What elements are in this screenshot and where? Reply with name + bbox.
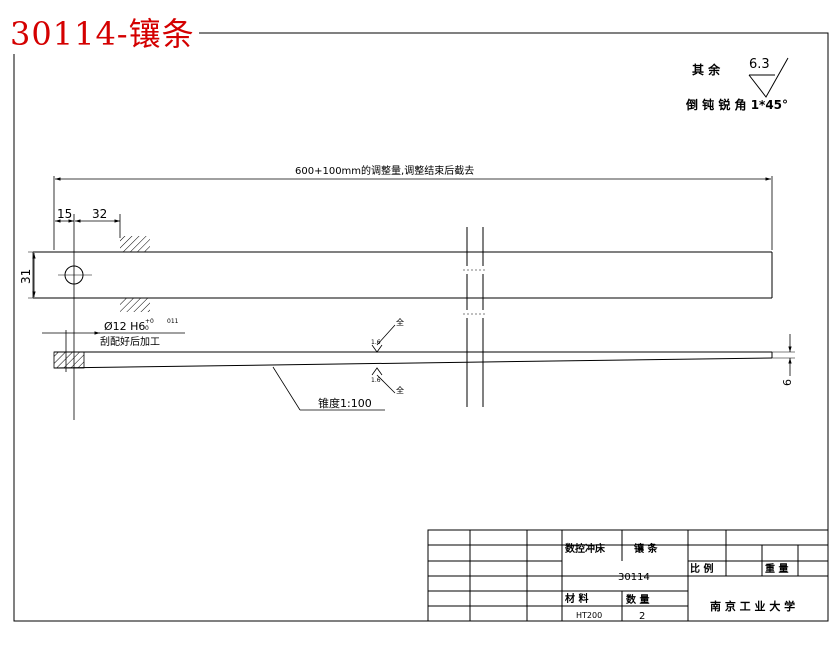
tb-material: HT200 — [576, 611, 602, 620]
tb-quantity: 2 — [639, 611, 645, 622]
tb-machine: 数控冲床 — [565, 542, 606, 555]
roughness-value: 6.3 — [749, 57, 770, 72]
hole-tolerance-upper: +0 — [145, 318, 154, 325]
title-block — [427, 529, 829, 622]
tb-material-label: 材 料 — [565, 592, 588, 605]
taper-note: 锥度1:100 — [318, 396, 372, 410]
roughness-symbol — [748, 57, 789, 98]
finish-mark-label-top: 全 — [396, 317, 404, 327]
height-31-dimension: 31 — [19, 269, 33, 284]
tb-quantity-label: 数 量 — [626, 593, 649, 606]
tb-school: 南 京 工 业 大 学 — [710, 599, 795, 613]
chamfer-note: 倒 钝 锐 角 1*45° — [685, 97, 788, 112]
hole-note: 刮配好后加工 — [100, 335, 160, 348]
offset-32-dimension: 32 — [92, 207, 107, 221]
section-hole — [53, 351, 85, 369]
finish-mark-bottom — [371, 367, 396, 394]
finish-mark-top — [371, 324, 396, 353]
finish-mark-label-bottom: 全 — [396, 385, 404, 395]
finish-value-bottom: 1.6 — [371, 377, 381, 384]
tb-weight-label: 重 量 — [765, 562, 788, 575]
drawing-title: 30114-镶条 — [10, 14, 199, 54]
tb-drawing-number: 30114 — [618, 572, 650, 583]
thickness-6-dimension: 6 — [781, 379, 794, 386]
hole-tolerance-lower: 0 — [145, 325, 149, 332]
guide-block-bottom — [120, 298, 150, 312]
hole-spec: Ø12 H6 — [104, 320, 145, 333]
drawing-frame — [13, 32, 829, 622]
roughness-prefix: 其 余 — [692, 62, 721, 77]
hole-tolerance-extra: 011 — [167, 318, 179, 325]
offset-15-dimension: 15 — [57, 207, 72, 221]
overall-length-dimension: 600+100mm的调整量,调整结束后截去 — [295, 164, 474, 177]
tb-scale-label: 比 例 — [690, 562, 713, 575]
finish-value-top: 1.6 — [371, 339, 381, 346]
tb-part-name: 镶 条 — [634, 542, 658, 555]
guide-block-top — [120, 236, 150, 252]
